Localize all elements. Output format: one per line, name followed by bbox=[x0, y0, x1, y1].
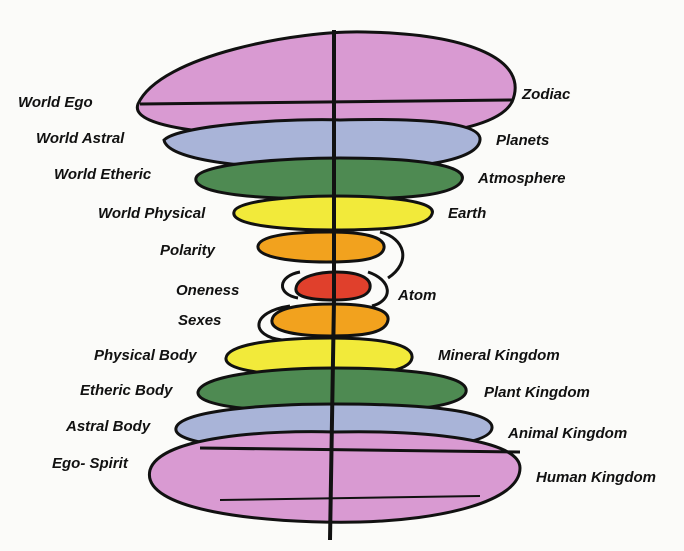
label-polarity: Polarity bbox=[160, 242, 215, 260]
label-physical-body: Physical Body bbox=[94, 347, 197, 365]
label-etheric-body: Etheric Body bbox=[80, 382, 173, 400]
label-animal-kingdom: Animal Kingdom bbox=[508, 425, 627, 443]
label-zodiac: Zodiac bbox=[522, 86, 570, 104]
label-oneness: Oneness bbox=[176, 282, 239, 300]
label-human-kingdom: Human Kingdom bbox=[536, 469, 656, 487]
label-atmosphere: Atmosphere bbox=[478, 170, 566, 188]
label-world-astral: World Astral bbox=[36, 130, 124, 148]
label-world-etheric: World Etheric bbox=[54, 166, 151, 184]
label-world-physical: World Physical bbox=[98, 205, 205, 223]
label-earth: Earth bbox=[448, 205, 486, 223]
label-planets: Planets bbox=[496, 132, 549, 150]
label-ego-spirit: Ego- Spirit bbox=[52, 455, 128, 473]
ego-spirit-layer bbox=[149, 432, 520, 523]
sexes-layer bbox=[272, 304, 388, 336]
label-world-ego: World Ego bbox=[18, 94, 93, 112]
label-sexes: Sexes bbox=[178, 312, 221, 330]
label-atom: Atom bbox=[398, 287, 436, 305]
label-astral-body: Astral Body bbox=[66, 418, 150, 436]
loop-polarity-upper bbox=[380, 232, 403, 278]
polarity-layer bbox=[258, 232, 384, 262]
label-plant-kingdom: Plant Kingdom bbox=[484, 384, 590, 402]
world-etheric-layer bbox=[196, 158, 463, 198]
label-mineral-kingdom: Mineral Kingdom bbox=[438, 347, 560, 365]
